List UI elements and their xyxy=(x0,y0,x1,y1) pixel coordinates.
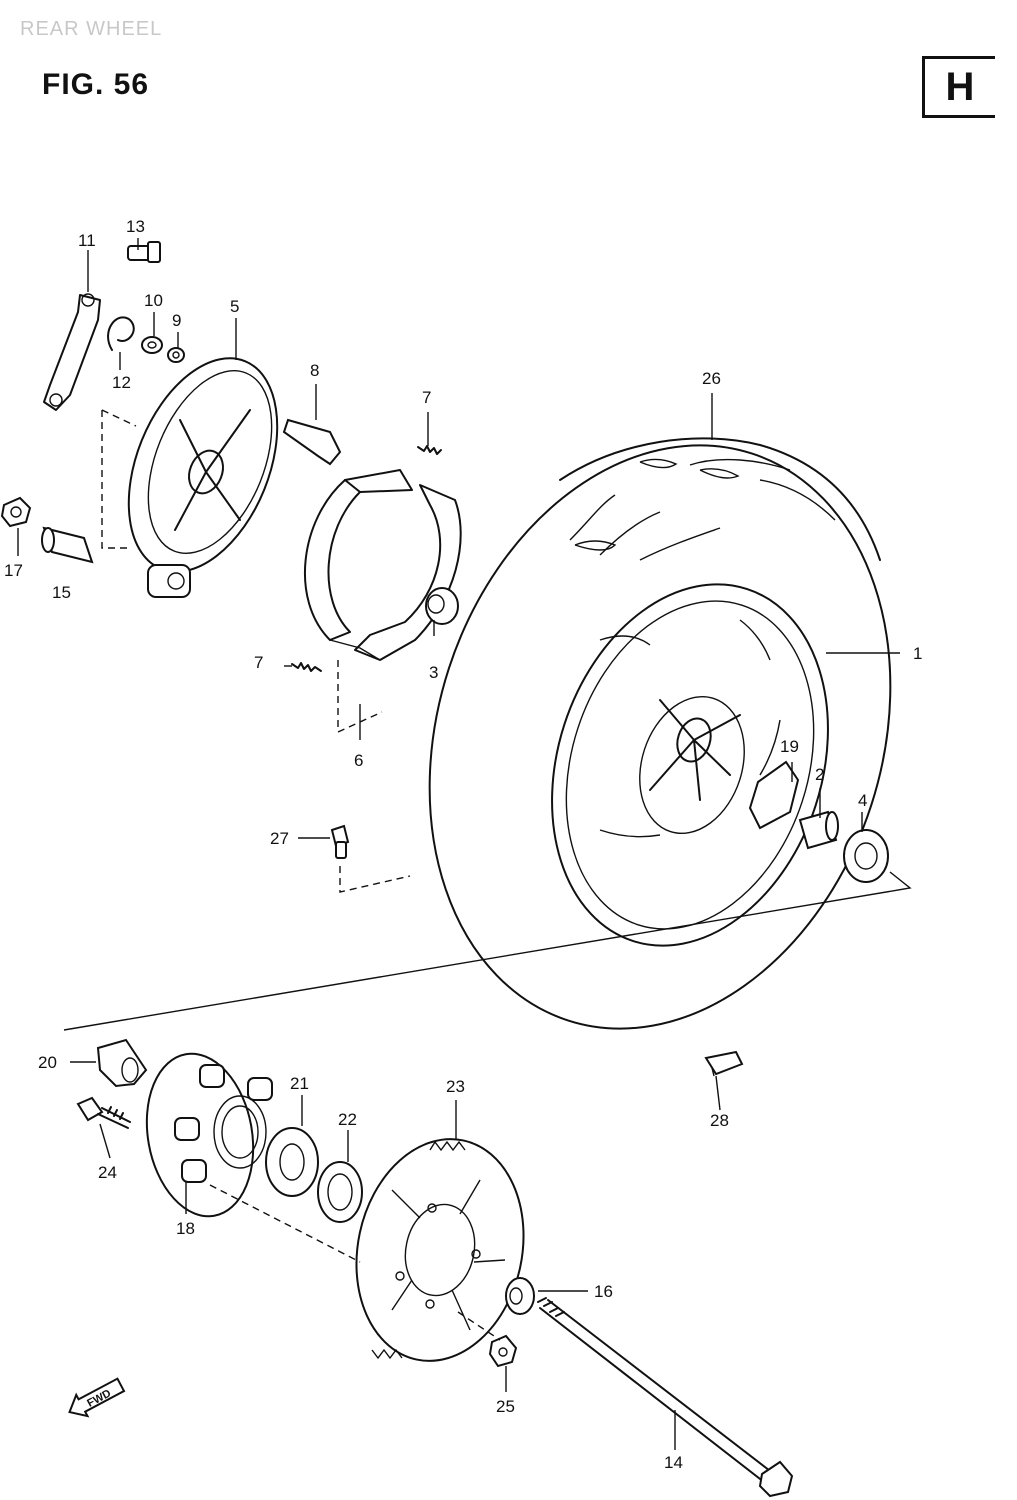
callout-18: 18 xyxy=(176,1219,195,1238)
brake-cam-lever-part-11 xyxy=(43,293,101,411)
fwd-label: FWD xyxy=(85,1387,113,1409)
callout-3: 3 xyxy=(429,663,438,682)
sprocket-hub-part-18 xyxy=(145,1052,273,1218)
assembly-reference-lines xyxy=(63,409,912,1341)
valve-part-27 xyxy=(330,824,350,859)
callout-21: 21 xyxy=(290,1074,309,1093)
brake-panel-part-5 xyxy=(127,357,279,598)
section-tab: H xyxy=(922,56,995,118)
damper-part-19 xyxy=(748,760,800,830)
callout-7-lower: 7 xyxy=(254,653,263,672)
rear-axle-part-14 xyxy=(537,1297,794,1498)
brake-cam-part-8 xyxy=(282,418,342,466)
nut-part-25 xyxy=(488,1334,518,1368)
callout-26: 26 xyxy=(702,369,721,388)
callout-10: 10 xyxy=(144,291,163,310)
leader-lines xyxy=(17,238,900,1450)
brake-shoe-set-part-6 xyxy=(304,469,462,661)
forward-direction-arrow: FWD xyxy=(68,1377,126,1418)
figure-label: FIG. 56 xyxy=(42,68,150,101)
bolt-part-13 xyxy=(127,241,161,263)
callout-28: 28 xyxy=(710,1111,729,1130)
section-letter: H xyxy=(945,64,975,109)
spacer-part-15 xyxy=(41,526,94,564)
washer-part-9 xyxy=(167,347,185,363)
callout-20: 20 xyxy=(38,1053,57,1072)
callout-24: 24 xyxy=(98,1163,117,1182)
section-title: REAR WHEEL xyxy=(20,18,163,40)
callout-7-upper: 7 xyxy=(422,388,431,407)
callout-5: 5 xyxy=(230,297,239,316)
callout-25: 25 xyxy=(496,1397,515,1416)
clip-part-28 xyxy=(704,1050,744,1077)
spring-part-7-upper xyxy=(417,445,442,455)
bearing-part-4 xyxy=(843,829,889,883)
callout-15: 15 xyxy=(52,583,71,602)
callout-23: 23 xyxy=(446,1077,465,1096)
spring-part-7-lower xyxy=(291,662,322,672)
callout-labels: 1 2 3 4 5 6 7 7 8 9 10 11 12 13 14 15 16… xyxy=(4,217,922,1472)
callout-14: 14 xyxy=(664,1453,683,1472)
pin-part-3 xyxy=(425,587,459,625)
callout-27: 27 xyxy=(270,829,289,848)
spacer-part-2 xyxy=(798,810,839,850)
callout-4: 4 xyxy=(858,791,867,810)
callout-9: 9 xyxy=(172,311,181,330)
rear-sprocket-part-23 xyxy=(355,1138,525,1362)
collar-part-20 xyxy=(96,1038,148,1088)
callout-16: 16 xyxy=(594,1282,613,1301)
washer-part-10 xyxy=(141,336,163,354)
callout-2: 2 xyxy=(815,765,824,784)
oil-seal-part-22 xyxy=(317,1161,363,1223)
callout-8: 8 xyxy=(310,361,319,380)
spring-part-12 xyxy=(107,316,135,351)
callout-6: 6 xyxy=(354,751,363,770)
bolt-part-24 xyxy=(76,1096,131,1129)
callout-22: 22 xyxy=(338,1110,357,1129)
callout-12: 12 xyxy=(112,373,131,392)
rear-wheel-rim-part-1 xyxy=(551,583,829,947)
bearing-part-21 xyxy=(265,1127,319,1197)
callout-19: 19 xyxy=(780,737,799,756)
callout-11: 11 xyxy=(78,231,96,250)
callout-17: 17 xyxy=(4,561,23,580)
callout-1: 1 xyxy=(913,644,922,663)
nut-part-17 xyxy=(0,496,32,528)
spacer-part-16 xyxy=(505,1277,535,1315)
callout-13: 13 xyxy=(126,217,145,236)
rear-tire-part-26 xyxy=(428,437,892,1030)
